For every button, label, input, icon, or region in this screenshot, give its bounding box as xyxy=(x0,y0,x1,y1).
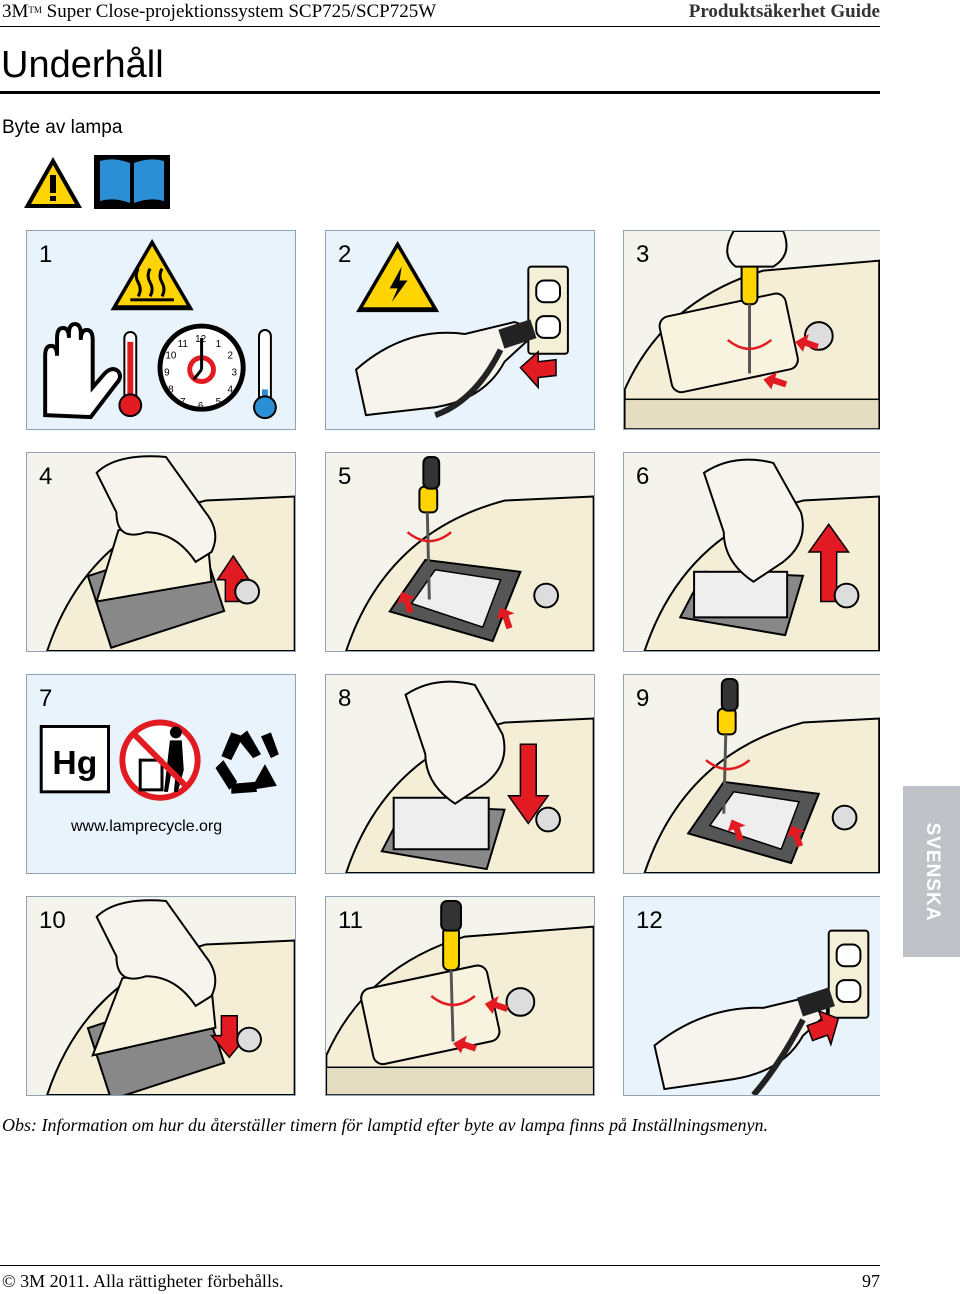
step-number: 8 xyxy=(338,685,352,712)
footer-divider xyxy=(0,1265,880,1266)
clock-numeral: 2 xyxy=(228,351,234,362)
step-2-panel: 2 xyxy=(325,230,595,430)
clock-numeral: 5 xyxy=(216,397,222,408)
arrow-pointer-icon xyxy=(397,591,515,630)
lamp-timer-note: Obs: Information om hur du återställer t… xyxy=(2,1115,768,1135)
manual-book-icon xyxy=(94,155,170,209)
screwdriver-icon xyxy=(705,677,751,814)
step-3-panel: 3 xyxy=(623,230,880,430)
language-tab: SVENSKA xyxy=(903,786,960,957)
hot-surface-icon xyxy=(110,238,194,311)
clock-numeral: 11 xyxy=(178,339,189,350)
cold-thermometer-icon xyxy=(253,329,277,420)
step-number: 11 xyxy=(338,907,363,934)
clock-numeral: 1 xyxy=(216,339,222,350)
hand-insert-lamp-icon xyxy=(404,680,506,805)
clock-numeral: 4 xyxy=(228,384,234,395)
step-6-panel: 6 xyxy=(623,452,880,652)
clock-numeral: 10 xyxy=(165,351,176,362)
arrow-pointer-icon xyxy=(763,333,819,390)
step-number: 10 xyxy=(39,907,66,934)
arrow-down-icon xyxy=(209,1015,249,1059)
step-number: 9 xyxy=(636,685,650,712)
clock-numeral: 12 xyxy=(195,334,206,345)
clock-icon: 12 1 2 3 4 5 6 7 8 9 10 11 xyxy=(157,323,246,412)
hand-stop-icon xyxy=(43,322,122,420)
hand-lift-cover-icon xyxy=(95,455,217,564)
page-title: Underhåll xyxy=(1,44,164,86)
recycle-url: www.lamprecycle.org xyxy=(71,818,223,835)
clock-numeral: 7 xyxy=(180,397,186,408)
clock-numeral: 9 xyxy=(164,368,170,379)
step-10-panel: 10 xyxy=(26,896,296,1096)
step-11-panel: 11 xyxy=(325,896,595,1096)
projector-cover-icon xyxy=(624,259,880,429)
step-number: 7 xyxy=(39,685,53,712)
arrow-left-icon xyxy=(519,350,557,390)
no-trash-icon xyxy=(119,719,201,801)
hand-unplug-icon xyxy=(354,319,537,418)
recycle-icon xyxy=(215,730,279,794)
warning-triangle-icon xyxy=(24,157,82,208)
clock-numeral: 3 xyxy=(232,368,238,379)
mercury-symbol: Hg xyxy=(52,745,97,782)
lamp-module-icon xyxy=(380,796,506,871)
step-1-panel: 1 12 1 2 3 4 5 6 7 8 xyxy=(26,230,296,430)
hand-icon xyxy=(726,231,788,268)
wall-outlet-icon xyxy=(527,265,569,355)
clock-numeral: 6 xyxy=(198,401,204,412)
screwdriver-icon xyxy=(406,455,452,600)
step-5-panel: 5 xyxy=(325,452,595,652)
step-number: 4 xyxy=(39,463,53,490)
step-number: 2 xyxy=(338,241,352,268)
lamp-module-icon xyxy=(678,570,805,637)
section-subtitle: Byte av lampa xyxy=(2,117,123,138)
mercury-icon: Hg xyxy=(39,724,111,794)
step-number: 5 xyxy=(338,463,352,490)
footer-copyright: © 3M 2011. Alla rättigheter förbehålls. xyxy=(2,1271,284,1291)
screwdriver-icon xyxy=(430,899,476,1042)
step-7-panel: 7 Hg www.lamprecycle.org xyxy=(26,674,296,874)
step-12-panel: 12 xyxy=(623,896,880,1096)
page-number: 97 xyxy=(862,1271,880,1291)
clock-numeral: 8 xyxy=(168,384,174,395)
hand-plug-icon xyxy=(653,987,835,1095)
high-voltage-icon xyxy=(356,240,440,313)
step-4-panel: 4 xyxy=(26,452,296,652)
arrow-down-icon xyxy=(507,743,550,825)
step-9-panel: 9 xyxy=(623,674,880,874)
lamp-module-icon xyxy=(686,780,821,865)
step-number: 1 xyxy=(39,241,53,268)
arrow-pointer-icon xyxy=(727,819,805,848)
arrow-right-icon xyxy=(806,1009,840,1047)
hand-remove-lamp-icon xyxy=(702,458,804,583)
projector-cover-icon xyxy=(326,925,594,1095)
header-product-title: 3MTM Super Close-projektionssystem SCP72… xyxy=(2,1,437,22)
hot-thermometer-icon xyxy=(118,330,143,418)
step-8-panel: 8 xyxy=(325,674,595,874)
wall-outlet-icon xyxy=(827,929,870,1019)
arrow-pointer-icon xyxy=(453,996,509,1054)
header-guide-title: Produktsäkerhet Guide xyxy=(688,1,880,22)
hand-close-cover-icon xyxy=(95,899,217,1008)
title-divider xyxy=(0,91,880,94)
lamp-module-icon xyxy=(388,558,522,643)
step-number: 12 xyxy=(636,907,663,934)
step-number: 6 xyxy=(636,463,650,490)
step-number: 3 xyxy=(636,241,650,268)
header-divider xyxy=(0,26,880,27)
